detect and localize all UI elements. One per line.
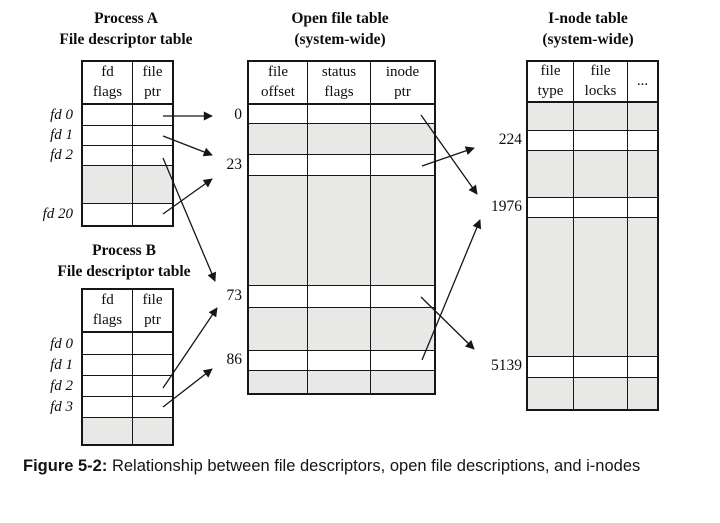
- process-b-title: Process B File descriptor table: [57, 242, 191, 281]
- entry-label-0: 0: [234, 106, 242, 123]
- table-row-fd1: [83, 354, 172, 375]
- entry-label-73: 73: [226, 287, 243, 304]
- process-b-fd-table: fd flags file ptr: [81, 288, 174, 446]
- process-a-fd-table: fd flags file ptr: [81, 60, 174, 227]
- row-label-fd3: fd 3: [50, 399, 73, 415]
- table-row-entry-1976: [528, 197, 657, 217]
- entry-label-86: 86: [226, 351, 243, 368]
- table-row-ellipsis: [249, 123, 434, 154]
- row-label-fd0: fd 0: [50, 336, 73, 352]
- table-row-ellipsis: [528, 217, 657, 356]
- column-header-file-type: file type: [537, 63, 564, 99]
- table-row-entry-224: [528, 130, 657, 150]
- process-a-title: Process A File descriptor table: [59, 10, 193, 49]
- column-header-file-locks: file locks: [573, 62, 627, 101]
- row-label-fd2: fd 2: [50, 147, 73, 163]
- entry-label-224: 224: [498, 131, 522, 148]
- table-row-ellipsis: [249, 370, 434, 393]
- column-header-file-ptr: file ptr: [132, 62, 172, 103]
- column-header-status-flags: status flags: [307, 62, 370, 103]
- table-row-entry-5139: [528, 356, 657, 377]
- table-row-ellipsis: [83, 165, 172, 203]
- table-row-ellipsis: [528, 103, 657, 130]
- inode-table-title: I-node table (system-wide): [542, 10, 634, 49]
- table-row-ellipsis: [249, 175, 434, 285]
- column-header-fd-flags: fd flags: [92, 64, 123, 100]
- table-row-fd20: [83, 203, 172, 225]
- figure-caption-text: Relationship between file descriptors, o…: [107, 457, 641, 475]
- table-row-entry-0: [249, 105, 434, 123]
- entry-label-5139: 5139: [491, 357, 522, 374]
- table-row-entry-73: [249, 285, 434, 307]
- inode-table: file type file locks ...: [526, 60, 659, 411]
- row-label-fd20: fd 20: [42, 206, 73, 222]
- table-row-ellipsis: [249, 307, 434, 350]
- row-label-fd0: fd 0: [50, 107, 73, 123]
- column-header-file-ptr: file ptr: [132, 290, 172, 331]
- figure-caption-label: Figure 5-2:: [23, 457, 108, 475]
- row-label-fd1: fd 1: [50, 357, 73, 373]
- table-row-entry-86: [249, 350, 434, 370]
- table-row-ellipsis: [528, 377, 657, 409]
- column-header-ellipsis: ...: [627, 62, 657, 101]
- row-label-fd1: fd 1: [50, 127, 73, 143]
- column-header-file-offset: file offset: [261, 64, 295, 100]
- table-row-fd0: [83, 333, 172, 354]
- table-row-fd3: [83, 396, 172, 417]
- figure-caption: Figure 5-2: Relationship between file de…: [23, 456, 703, 477]
- entry-label-1976: 1976: [491, 198, 522, 215]
- table-row-entry-23: [249, 154, 434, 175]
- table-row-ellipsis: [83, 417, 172, 444]
- table-header: fd flags file ptr: [83, 62, 172, 105]
- open-file-table: file offset status flags inode ptr: [247, 60, 436, 395]
- table-header: file offset status flags inode ptr: [249, 62, 434, 105]
- open-file-table-title: Open file table (system-wide): [291, 10, 389, 49]
- table-row-fd1: [83, 125, 172, 145]
- table-row-fd2: [83, 375, 172, 396]
- table-row-fd0: [83, 105, 172, 125]
- column-header-inode-ptr: inode ptr: [370, 62, 434, 103]
- entry-label-23: 23: [226, 156, 243, 173]
- table-row-ellipsis: [528, 150, 657, 197]
- row-label-fd2: fd 2: [50, 378, 73, 394]
- table-header: fd flags file ptr: [83, 290, 172, 333]
- column-header-fd-flags: fd flags: [92, 292, 123, 328]
- table-row-fd2: [83, 145, 172, 165]
- table-header: file type file locks ...: [528, 62, 657, 103]
